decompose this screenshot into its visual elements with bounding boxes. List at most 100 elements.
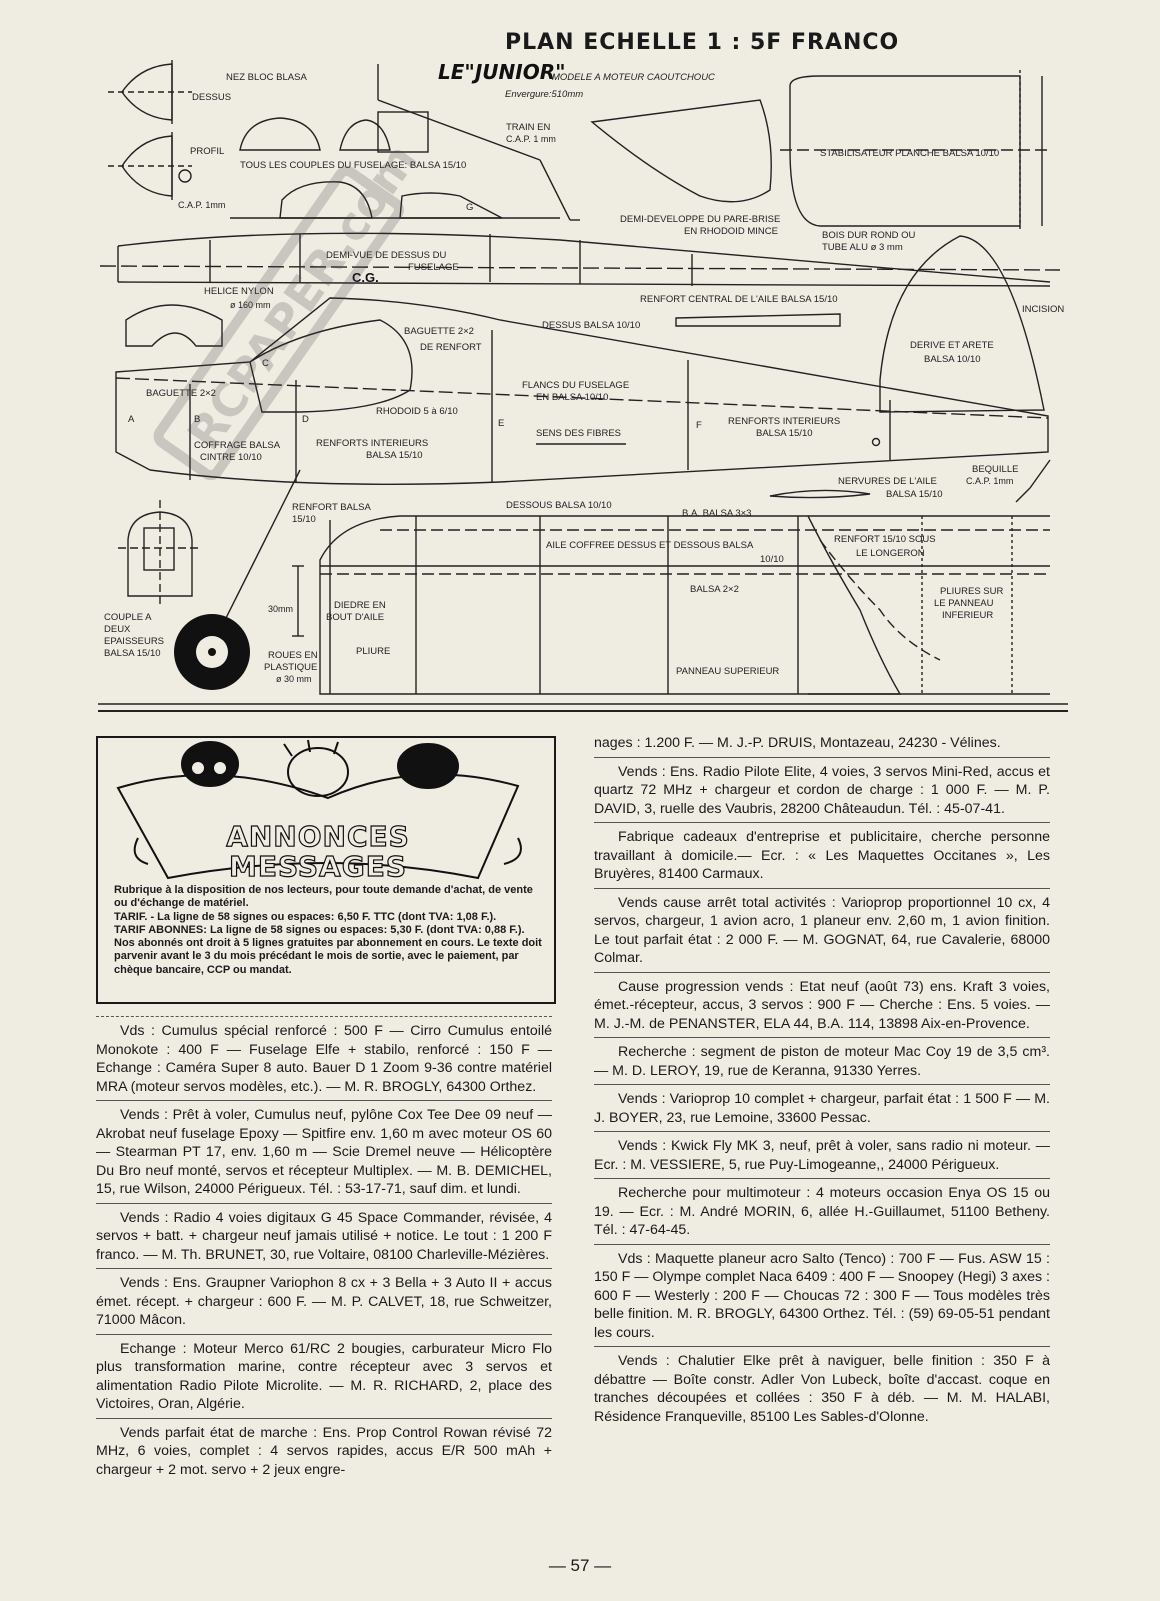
label-dessus: DESSUS [192, 92, 231, 103]
label-helice-2: ø 160 mm [230, 300, 271, 310]
label-pliures-2: LE PANNEAU [934, 598, 994, 609]
classified-ad: Vds : Cumulus spécial renforcé : 500 F —… [96, 1016, 552, 1101]
classified-ad-continued: nages : 1.200 F. — M. J.-P. DRUIS, Monta… [594, 734, 1050, 758]
former-letter-c: C [262, 358, 269, 369]
landing-gear-leg [214, 469, 301, 641]
former-letter-e: E [498, 418, 504, 429]
label-nez: NEZ BLOC BLASA [226, 72, 307, 83]
label-couple-a-3: EPAISSEURS [104, 636, 164, 647]
classified-ad: Vends parfait état de marche : Ens. Prop… [96, 1424, 552, 1478]
rules-intro: Rubrique à la disposition de nos lecteur… [114, 884, 533, 910]
former-letter-b: B [194, 414, 200, 425]
watermark-stamp: RCPAPER.com [153, 134, 427, 481]
plastic-wheel [174, 614, 250, 690]
annonces-rules: Rubrique à la disposition de nos lecteur… [114, 884, 544, 977]
classified-ad: Vends : Radio 4 voies digitaux G 45 Spac… [96, 1204, 552, 1269]
label-baguette-1: BAGUETTE 2×2 [404, 326, 474, 337]
rules-tarif-abonnes: TARIF ABONNES: La ligne de 58 signes ou … [114, 923, 542, 976]
model-subtitle: MODELE A MOTEUR CAOUTCHOUC [552, 72, 715, 83]
couple-a [118, 500, 200, 604]
label-dim-30: 30mm [268, 604, 293, 614]
classified-ad: Vends cause arrêt total activités : Vari… [594, 889, 1050, 973]
label-renforts-int-2: BALSA 15/10 [756, 428, 813, 439]
label-flancs-2: EN BALSA 10/10 [536, 392, 608, 403]
classified-ad: Recherche : segment de piston de moteur … [594, 1038, 1050, 1085]
label-renfort-balsa-2: 15/10 [292, 514, 316, 525]
label-renfort-balsa-1: RENFORT BALSA [292, 502, 372, 513]
classified-ad: Vends : Chalutier Elke prêt à naviguer, … [594, 1353, 1050, 1425]
label-train2: C.A.P. 1 mm [506, 134, 556, 144]
label-aile-coffree-1: AILE COFFREE DESSUS ET DESSOUS BALSA [546, 540, 754, 551]
label-demi-vue-2: FUSELAGE [408, 262, 459, 273]
classified-ad: Cause progression vends : Etat neuf (aoû… [594, 973, 1050, 1038]
label-ba-balsa: B.A. BALSA 3×3 [682, 508, 751, 519]
former-letter-f: F [696, 420, 702, 431]
former-letter-a: A [128, 414, 135, 425]
label-roues-2: PLASTIQUE [264, 662, 317, 673]
rules-tarif: TARIF. - La ligne de 58 signes ou espace… [114, 910, 497, 923]
label-dessous-balsa: DESSOUS BALSA 10/10 [506, 500, 612, 511]
label-bequille-2: C.A.P. 1mm [966, 476, 1013, 486]
annonces-illustration [116, 739, 522, 880]
classified-ad: Vends : Kwick Fly MK 3, neuf, prêt à vol… [594, 1132, 1050, 1179]
label-pare-brise-1: DEMI-DEVELOPPE DU PARE-BRISE [620, 214, 780, 225]
label-pliure: PLIURE [356, 646, 390, 657]
windscreen-development [590, 99, 772, 203]
plan-bottom-rule [98, 710, 1068, 712]
label-panneau-sup: PANNEAU SUPERIEUR [676, 666, 779, 677]
label-pliures-1: PLIURES SUR [940, 586, 1003, 597]
label-profil: PROFIL [190, 146, 224, 157]
classified-ad: Vends : Varioprop 10 complet + chargeur,… [594, 1085, 1050, 1132]
label-bequille-1: BEQUILLE [972, 464, 1018, 475]
label-baguette-2: BAGUETTE 2×2 [146, 388, 216, 399]
classified-ad: Recherche pour multimoteur : 4 moteurs o… [594, 1179, 1050, 1245]
label-cap-side: C.A.P. 1mm [178, 200, 225, 210]
classified-ad: Vends : Ens. Radio Pilote Elite, 4 voies… [594, 758, 1050, 823]
fuselage-top-half-view [99, 232, 1061, 287]
label-flancs-1: FLANCS DU FUSELAGE [522, 380, 629, 391]
label-dessus-balsa: DESSUS BALSA 10/10 [542, 320, 640, 331]
nose-block-top [108, 60, 192, 124]
messages-title: MESSAGES [228, 849, 407, 883]
stabilizer [780, 70, 1050, 232]
label-nervures-2: BALSA 15/10 [886, 489, 943, 500]
label-derive-2: BALSA 10/10 [924, 354, 981, 365]
nose-block-profile [108, 132, 192, 200]
label-renfort-longeron-2: LE LONGERON [856, 548, 925, 559]
label-coffrage-1: COFFRAGE BALSA [194, 440, 281, 451]
plan-title: PLAN ECHELLE 1 : 5F FRANCO [505, 30, 900, 55]
label-couple-a-2: DEUX [104, 624, 131, 635]
label-pliures-3: INFERIEUR [942, 610, 993, 621]
annonces-title: ANNONCES [226, 819, 410, 853]
former-letter-d: D [302, 414, 309, 425]
label-sens-fibres: SENS DES FIBRES [536, 428, 621, 439]
label-diedre-1: DIEDRE EN [334, 600, 386, 611]
label-renforts-int-3: RENFORTS INTERIEURS [316, 438, 428, 449]
label-renfort-central: RENFORT CENTRAL DE L'AILE BALSA 15/10 [640, 294, 838, 305]
propeller-outline [125, 304, 223, 347]
label-couple-a-4: BALSA 15/10 [104, 648, 161, 659]
label-baguette-1b: DE RENFORT [420, 342, 482, 353]
classified-ad: Echange : Moteur Merco 61/RC 2 bougies, … [96, 1335, 552, 1419]
label-aile-coffree-2: 10/10 [760, 554, 784, 565]
label-derive-1: DERIVE ET ARETE [910, 340, 994, 351]
classified-ad: Vds : Maquette planeur acro Salto (Tenco… [594, 1245, 1050, 1347]
label-diedre-2: BOUT D'AILE [326, 612, 384, 623]
ads-column-left: Vds : Cumulus spécial renforcé : 500 F —… [96, 1016, 552, 1483]
label-renfort-longeron-1: RENFORT 15/10 SOUS [834, 534, 936, 545]
classified-ad: Vends : Ens. Graupner Variophon 8 cx + 3… [96, 1269, 552, 1335]
label-cg: C.G. [352, 270, 379, 285]
wing-panel [319, 515, 1050, 695]
label-couple-a-1: COUPLE A [104, 612, 152, 623]
label-train: TRAIN EN [506, 122, 550, 133]
label-demi-vue-1: DEMI-VUE DE DESSUS DU [326, 250, 446, 261]
label-bois-dur-2: TUBE ALU ø 3 mm [822, 242, 903, 253]
former-letter-g: G [466, 202, 473, 213]
wingspan: Envergure:510mm [505, 89, 583, 100]
label-renforts-int-4: BALSA 15/10 [366, 450, 423, 461]
model-plan-drawing: LE"JUNIOR" MODELE A MOTEUR CAOUTCHOUC En… [98, 60, 1068, 705]
label-couples: TOUS LES COUPLES DU FUSELAGE: BALSA 15/1… [240, 160, 466, 171]
annonces-box: ANNONCES MESSAGES Rubrique à la disposit… [96, 736, 556, 1004]
label-renforts-int-1: RENFORTS INTERIEURS [728, 416, 840, 427]
ads-column-right: nages : 1.200 F. — M. J.-P. DRUIS, Monta… [594, 734, 1050, 1430]
